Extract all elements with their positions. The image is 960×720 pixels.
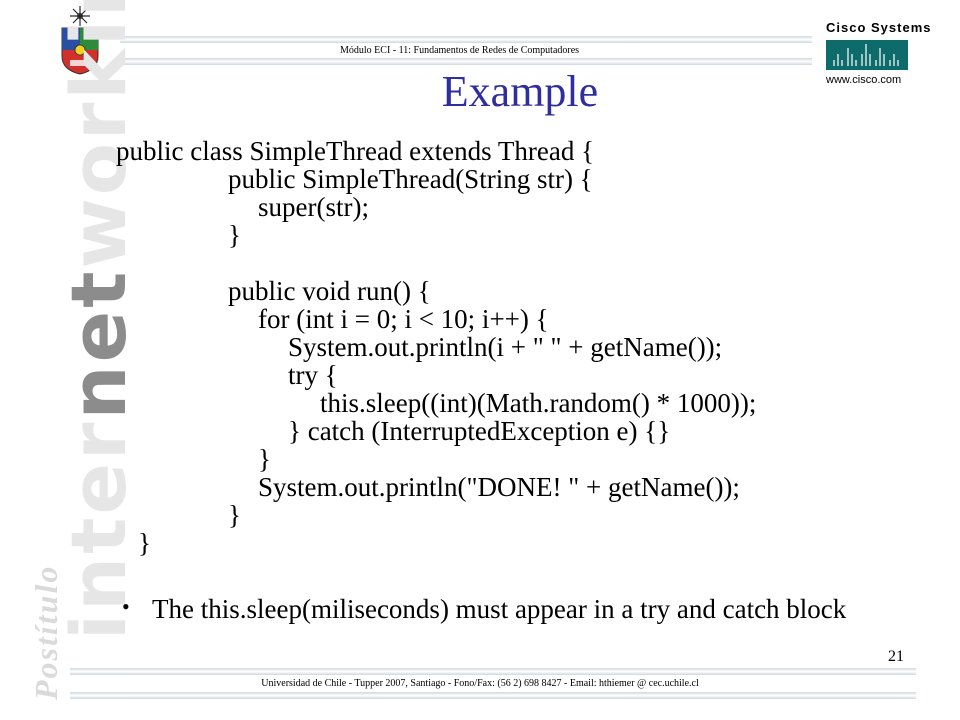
code-line: this.sleep((int)(Math.random() * 1000)); (320, 388, 757, 418)
slide-title: Example (441, 67, 599, 116)
bullet-text: The this.sleep(miliseconds) must appear … (152, 594, 847, 624)
code-line: public void run() { (228, 276, 431, 306)
university-crest-icon (61, 6, 99, 75)
code-line: public SimpleThread(String str) { (228, 164, 593, 194)
footer-contact: Universidad de Chile - Tupper 2007, Sant… (261, 678, 699, 689)
cisco-logo-text: Cisco Systems (826, 20, 932, 35)
header-rule (120, 36, 812, 43)
bullet-icon: • (122, 594, 130, 619)
code-line: try { (288, 360, 338, 390)
header-rule-lower (120, 58, 812, 65)
code-line: super(str); (258, 192, 369, 222)
footer-rule-lower (70, 692, 916, 699)
code-line: } (138, 528, 151, 558)
cisco-logo-icon (826, 40, 908, 70)
course-title: Módulo ECI - 11: Fundamentos de Redes de… (340, 45, 580, 56)
code-line: } catch (InterruptedException e) {} (288, 416, 671, 446)
code-line: } (228, 220, 241, 250)
code-line: for (int i = 0; i < 10; i++) { (258, 304, 549, 334)
code-line: System.out.println("DONE! " + getName())… (258, 472, 740, 502)
code-line: } (228, 500, 241, 530)
page-number: 21 (888, 648, 904, 665)
code-line: public class SimpleThread extends Thread… (116, 136, 595, 166)
cisco-url: www.cisco.com (826, 74, 902, 86)
code-line: } (258, 444, 271, 474)
code-line: System.out.println(i + " " + getName()); (288, 332, 723, 362)
footer-rule (70, 668, 916, 675)
